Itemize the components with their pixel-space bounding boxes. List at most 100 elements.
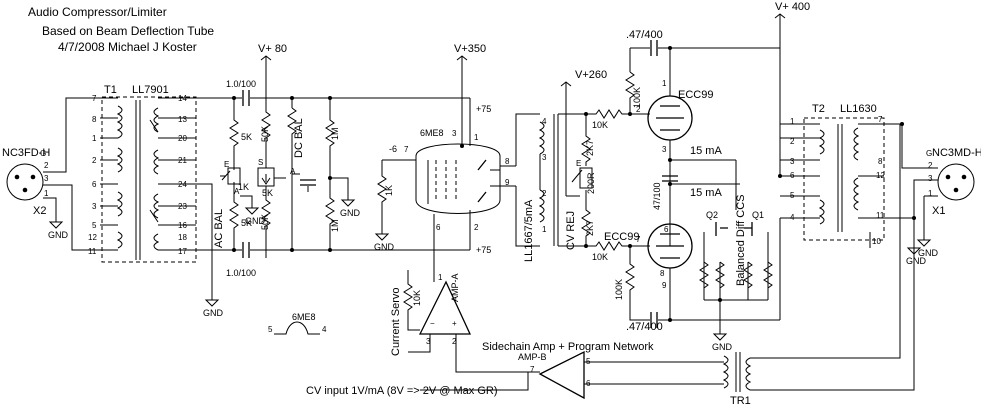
beam-pin: 2 [474, 223, 479, 232]
ac-bal-wiper[interactable] [220, 170, 231, 181]
ecc-dn-pin: 9 [662, 281, 667, 290]
supply-v400-arrow [774, 13, 786, 22]
dc-bal-label: DC BAL [293, 118, 305, 158]
ecc-up-pin: 2 [636, 105, 641, 114]
beam-pin: 3 [452, 129, 457, 138]
cv-input-label: CV input 1V/mA (8V => 2V @ Max GR) [306, 385, 498, 397]
v260-wire [565, 92, 580, 197]
title-line-3: 4/7/2008 Michael J Koster [58, 40, 197, 54]
beam-pin: 7 [404, 145, 409, 154]
supply-p75-top: +75 [476, 104, 491, 114]
transformer-t2: V+ 400 T2 LL1630 1 2 3 6 5 4 7 8 12 11 1… [774, 1, 914, 320]
junction-dot [900, 122, 904, 126]
t1-pin: 14 [178, 94, 187, 103]
dc-bal-pot[interactable] [257, 167, 275, 187]
junction-dot [290, 96, 294, 100]
title-line-1: Audio Compressor/Limiter [28, 5, 167, 19]
supply-v400-label: V+ 400 [775, 1, 810, 13]
input-pin-3: 3 [44, 174, 49, 183]
cv-rej-wiper[interactable] [571, 169, 583, 183]
ecc99-upper-type: ECC99 [678, 89, 713, 101]
ccs-bus [670, 159, 740, 185]
r10k-up [586, 109, 650, 119]
heater-tube-type: 6ME8 [292, 312, 316, 322]
dc-bal-wiper[interactable] [261, 174, 271, 185]
input-xlr-shell [6, 163, 44, 201]
ecc-up-pin: 1 [662, 79, 667, 88]
junction-dot [328, 176, 332, 180]
supply-v80-label: V+ 80 [258, 43, 287, 55]
amp-b-pin: 7 [530, 365, 535, 374]
input-connector-label: NC3FD-H [2, 147, 50, 159]
r5k-b-value: 5K [241, 218, 252, 228]
heater-symbol: 6ME8 5 4 [268, 312, 327, 335]
ecc99-lower-elements [656, 233, 684, 259]
t2-pin: 5 [790, 191, 795, 200]
junction-dot [328, 96, 332, 100]
junction-dot [328, 248, 332, 252]
input-wires [43, 97, 100, 251]
balanced-ccs: Balanced Diff CCS Q2 Q1 GND [699, 160, 773, 352]
output-connector-g: G [926, 149, 932, 158]
t2-pin: 1 [790, 117, 795, 126]
t2-secondary-coils [853, 127, 860, 211]
junction-dot [232, 96, 236, 100]
t2-pin: 2 [790, 137, 795, 146]
cv-pot-e-label: E [576, 159, 581, 168]
junction-dot [668, 46, 672, 50]
r1k-value: 1K [384, 185, 394, 196]
cap-47-bottom-value: .47/400 [626, 321, 663, 333]
current-servo-label: Current Servo [390, 288, 402, 356]
junction-dot [460, 144, 464, 148]
cv-transformer: LL1667/5mA 4 3 2 1 V+260 [515, 69, 607, 262]
cvt-pin: 2 [542, 189, 547, 198]
t1-pin: 5 [92, 221, 97, 230]
t1-secondary-coils [153, 107, 160, 251]
r1m-b-value: 1M [330, 219, 340, 232]
amp-a-triangle [418, 280, 472, 335]
t2-pin: 10 [872, 237, 881, 246]
pot200r-value: 200R [586, 172, 596, 194]
gnd-label: GND [712, 342, 733, 352]
cv-rej-pot[interactable] [579, 167, 593, 189]
tr1-feed-wires [750, 124, 915, 391]
amp-b-input-wires [584, 361, 724, 385]
t2-pin: 11 [876, 211, 885, 220]
ccs-transistors [715, 222, 753, 236]
pot1k-value: 1K [238, 182, 249, 192]
junction-dot [628, 112, 632, 116]
t1-pin: 24 [178, 180, 187, 189]
junction-dot [778, 174, 782, 178]
pot-a-label: A [234, 187, 240, 196]
sidechain-label: Sidechain Amp + Program Network [482, 341, 654, 353]
beam-pin: 8 [505, 157, 510, 166]
cap-47-top-value: .47/400 [626, 29, 663, 41]
gnd-symbol [374, 233, 390, 241]
junction-dot [232, 248, 236, 252]
t1-pin: 6 [92, 180, 97, 189]
t2-pin: 7 [878, 115, 883, 124]
ecc99-upper-elements [656, 105, 684, 131]
dc-bal-grid-resistor [287, 107, 300, 175]
ac-bal-resistors [229, 98, 239, 250]
t1-outline [101, 96, 197, 263]
amp-a-label: AMP-A [450, 273, 460, 302]
tr1-core [735, 352, 741, 392]
cv-transformer-out [558, 113, 586, 247]
t1-pin: 11 [88, 247, 97, 256]
gnd-symbol [916, 239, 932, 247]
current-servo: 10K Current Servo AMP-A − + 3 2 1 [390, 214, 540, 373]
ecc99-stage: .47/400 100K 10K ECC99 1 2 3 15 mA 15 mA… [586, 29, 780, 333]
output-connector-label: NC3MD-H [932, 147, 981, 159]
junction-dot [584, 244, 588, 248]
cvt-pin: 4 [542, 117, 547, 126]
ecc-dn-pin: 7 [636, 235, 641, 244]
gnd-label: GND [906, 256, 927, 266]
output-pin-1: 1 [928, 189, 933, 198]
junction-dot [290, 248, 294, 252]
ac-bal-pot[interactable] [227, 167, 241, 185]
cap-bottom-value: 1.0/100 [226, 268, 256, 278]
r100k-dn-value: 100K [614, 279, 624, 300]
r100k-dn [625, 246, 780, 321]
